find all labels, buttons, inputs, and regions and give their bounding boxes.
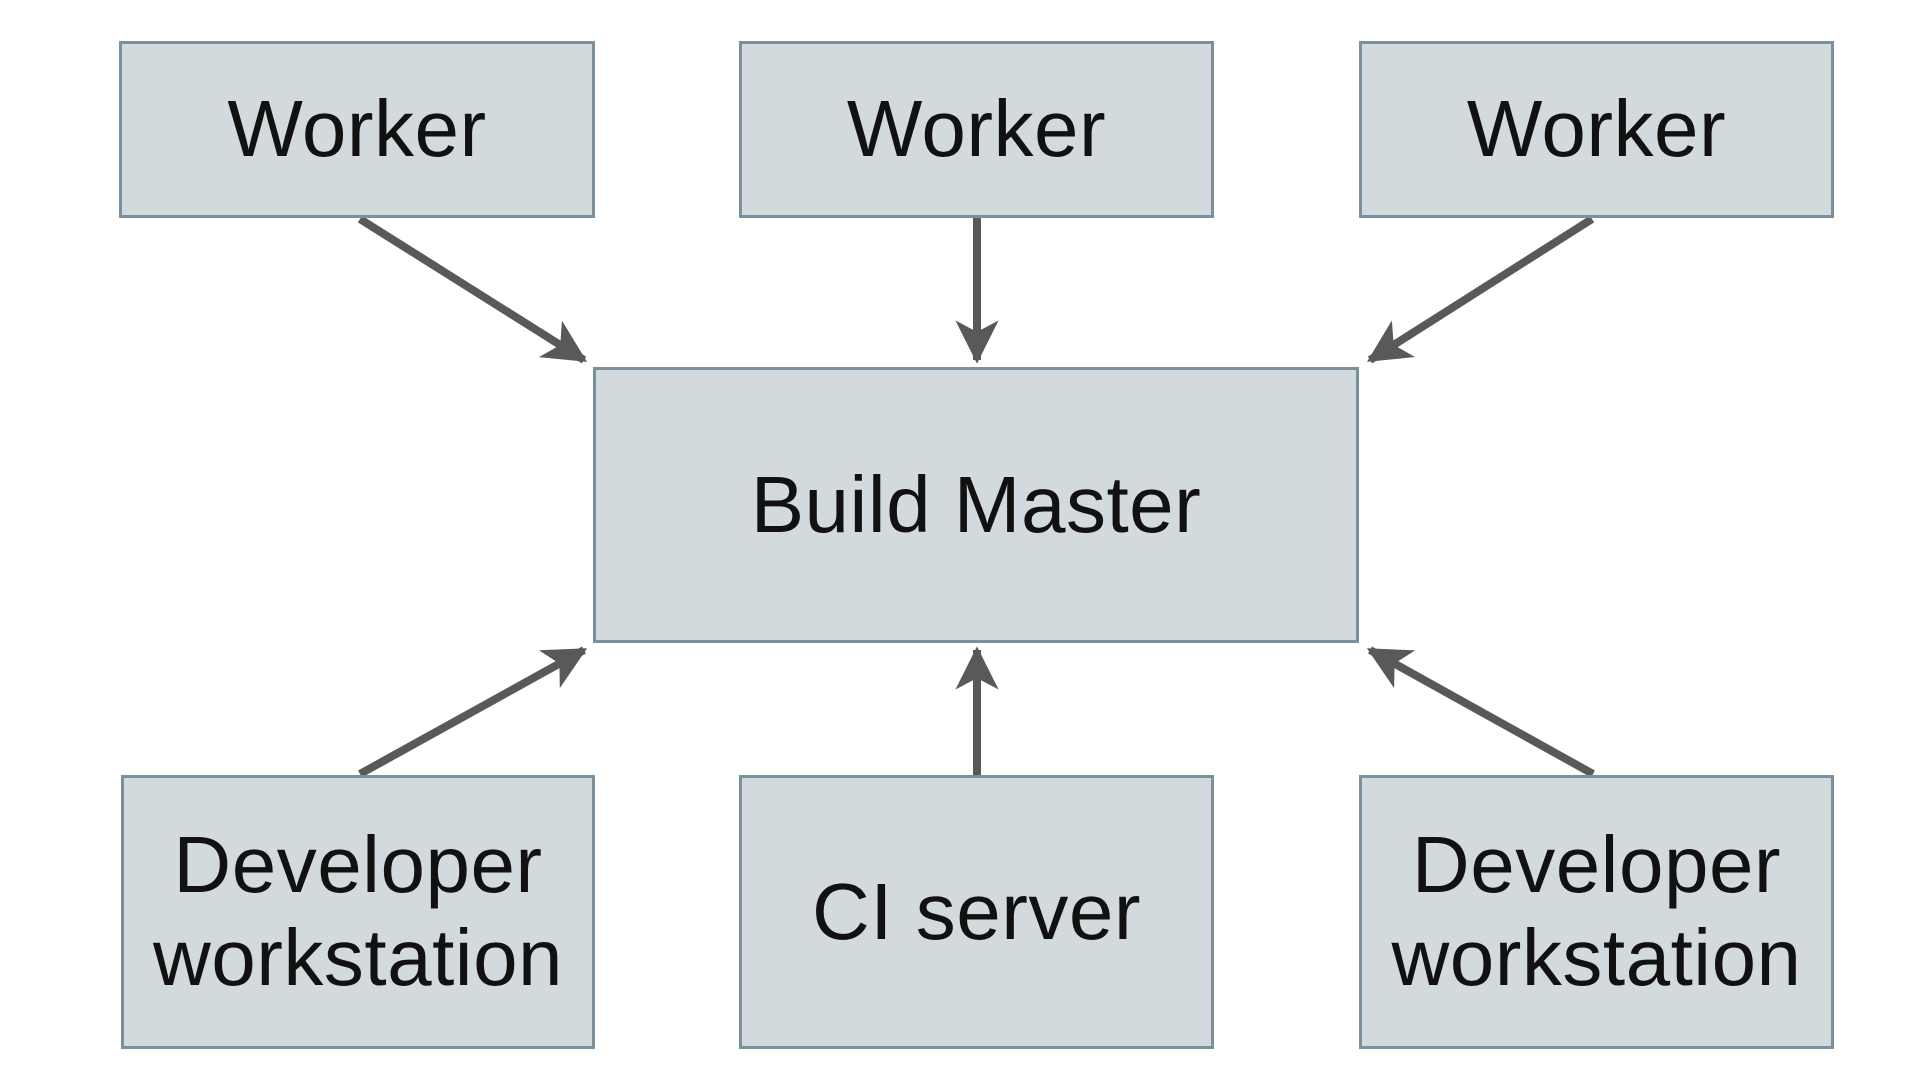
node-worker-3-label: Worker — [1466, 84, 1727, 174]
arrow-devleft-to-buildmaster — [358, 646, 588, 778]
node-build-master: Build Master — [593, 367, 1359, 643]
node-developer-workstation-left: Developer workstation — [121, 775, 595, 1049]
node-worker-2-label: Worker — [846, 84, 1107, 174]
node-worker-2: Worker — [739, 41, 1214, 218]
arrow-worker1-to-buildmaster — [357, 215, 588, 364]
arrow-devright-to-buildmaster — [1366, 646, 1595, 778]
node-developer-workstation-left-label: Developer workstation — [152, 820, 564, 1002]
arrow-worker3-to-buildmaster — [1366, 215, 1595, 364]
node-build-master-label: Build Master — [750, 459, 1202, 549]
node-developer-workstation-right: Developer workstation — [1359, 775, 1834, 1049]
node-developer-workstation-right-label: Developer workstation — [1391, 820, 1802, 1002]
node-worker-1: Worker — [119, 41, 595, 218]
node-worker-1-label: Worker — [227, 84, 487, 174]
node-worker-3: Worker — [1359, 41, 1834, 218]
node-ci-server: CI server — [739, 775, 1214, 1049]
node-ci-server-label: CI server — [812, 866, 1141, 956]
